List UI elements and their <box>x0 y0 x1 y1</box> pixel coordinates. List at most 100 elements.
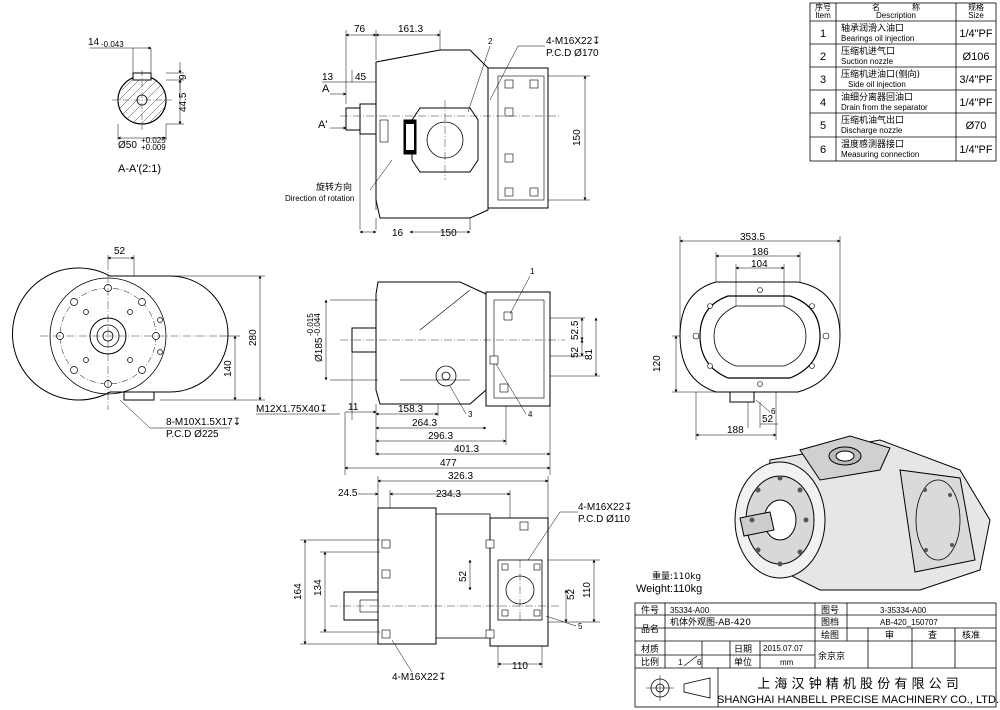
isometric-view <box>734 435 991 591</box>
dim-158-3: 158.3 <box>398 404 423 415</box>
row1-size: 1/4"PF <box>959 28 993 40</box>
tb-scale-b: 6 <box>697 658 702 667</box>
dim-52-left: 52 <box>114 246 126 257</box>
left-view <box>12 255 265 429</box>
dim-120: 120 <box>652 355 663 372</box>
row6-size: 1/4"PF <box>959 144 993 156</box>
row4-en: Drain from the separator <box>841 103 928 112</box>
dim-81: 81 <box>584 348 595 360</box>
left-bolt-spec: 8-M10X1.5X17↧ <box>166 417 241 428</box>
callout-1: 1 <box>530 267 535 276</box>
section-view-text: 14 -0.043 9 44.5 Ø50 +0.025 +0.009 A-A'(… <box>88 37 189 175</box>
dim-14: 14 <box>88 37 100 48</box>
bottom-bolt-bot: 4-M16X22↧ <box>392 672 447 683</box>
parts-table-text: 序号 Item 名 称 Description 规格 Size 1 轴承润滑入油… <box>815 2 993 159</box>
tb-unit: mm <box>780 658 794 667</box>
bottom-view <box>300 476 600 673</box>
dim-110-h: 110 <box>512 661 528 672</box>
tb-company-cn: 上 海 汉 钟 精 机 股 份 有 限 公 司 <box>757 676 958 692</box>
row5-cn: 压缩机油气出口 <box>841 114 904 126</box>
row2-cn: 压缩机进气口 <box>841 45 895 57</box>
left-pcd: P.C.D Ø225 <box>166 429 219 440</box>
tb-check-label: 查 <box>928 629 937 641</box>
tb-name-label: 品名 <box>641 623 659 635</box>
tb-drawing-label: 图档 <box>821 616 839 628</box>
weight-cn: 重量:110kg <box>652 570 701 582</box>
row2-en: Suction nozzle <box>841 57 894 66</box>
weight-en: Weight:110kg <box>636 583 702 595</box>
dim-52-front: 52 <box>570 346 581 358</box>
tb-unit-label: 单位 <box>734 656 752 668</box>
th-size-cn: 规格 <box>968 2 984 12</box>
callout-6: 6 <box>771 407 776 416</box>
dim-52-right: 52 <box>762 414 774 425</box>
dim-52-5: 52.5 <box>570 320 581 340</box>
label-a-prime: A' <box>318 119 327 131</box>
th-desc-en: Description <box>876 11 916 20</box>
tb-date: 2015.07.07 <box>763 644 804 653</box>
label-a: A <box>322 83 330 95</box>
weight-block: 重量:110kg Weight:110kg <box>636 570 702 595</box>
dim-188: 188 <box>727 425 744 436</box>
title-block-text: 件号 35334-A00 图号 3-35334-A00 品名 机体外观图-AB-… <box>641 604 999 706</box>
dim-104: 104 <box>751 259 768 270</box>
dim-50: Ø50 <box>118 140 137 151</box>
right-view <box>672 236 841 440</box>
dim-150-right: 150 <box>572 129 583 146</box>
front-view <box>256 275 600 475</box>
m12-thread: M12X1.75X40↧ <box>256 404 328 415</box>
th-item-en: Item <box>815 11 831 20</box>
left-view-text: 52 280 140 8-M10X1.5X17↧ P.C.D Ø225 <box>114 246 259 440</box>
parts-table <box>809 2 997 162</box>
callout-3: 3 <box>468 410 473 419</box>
tb-fig-no: 3-35334-A00 <box>880 606 927 615</box>
section-label: A-A'(2:1) <box>118 163 161 175</box>
dim-16: 16 <box>392 228 404 239</box>
dim-13: 13 <box>322 72 334 83</box>
dim-186: 186 <box>752 247 769 258</box>
top-bolt-spec: 4-M16X22↧ <box>546 36 601 47</box>
callout-2: 2 <box>488 37 493 46</box>
dim-24-5: 24.5 <box>338 488 358 499</box>
top-view-text: 76 161.3 13 45 A A' 16 150 150 4-M16X22↧… <box>285 24 601 239</box>
dim-50-tol-lo: +0.009 <box>141 143 166 152</box>
row3-cn: 压缩机进油口(侧向) <box>841 68 920 80</box>
dim-234-3: 234.3 <box>436 489 461 500</box>
tb-date-label: 日期 <box>734 644 752 655</box>
tb-draw-label: 绘图 <box>821 629 839 641</box>
dim-110-v: 110 <box>582 582 593 598</box>
rotation-cn: 旋转方向 <box>316 181 352 193</box>
dim-44-5: 44.5 <box>178 92 189 112</box>
tb-part-no: 35334-A00 <box>670 606 710 615</box>
tb-name: 机体外观图-AB-420 <box>670 616 751 628</box>
dim-134: 134 <box>313 579 324 596</box>
th-size-en: Size <box>968 11 984 20</box>
tb-scale-a: 1 <box>678 658 683 667</box>
row4-size: 1/4"PF <box>959 97 993 109</box>
rotation-en: Direction of rotation <box>285 194 354 203</box>
top-view <box>322 30 590 234</box>
dim-185-tol-lo: -0.044 <box>313 313 322 336</box>
row6-en: Measuring connection <box>841 150 919 159</box>
dim-50-tol-up: +0.025 <box>141 136 166 145</box>
dim-401-3: 401.3 <box>454 444 479 455</box>
tb-part-no-label: 件号 <box>641 604 659 616</box>
tb-company-en: SHANGHAI HANBELL PRECISE MACHINERY CO., … <box>717 694 999 706</box>
bottom-view-text: 326.3 24.5 234.3 164 134 52 52 110 110 4… <box>293 471 633 683</box>
tb-drafter: 余京京 <box>818 650 845 662</box>
bottom-pcd: P.C.D Ø110 <box>578 514 630 525</box>
dim-164: 164 <box>293 583 304 600</box>
title-block <box>634 602 997 708</box>
row3-item: 3 <box>820 74 826 86</box>
tb-approve-label: 核准 <box>962 629 980 641</box>
dim-14-tol: -0.043 <box>101 40 124 49</box>
row1-cn: 轴承润滑入油口 <box>841 22 904 34</box>
dim-45: 45 <box>355 72 367 83</box>
row3-en: Side oil injection <box>848 80 906 89</box>
th-desc-cn: 名 称 <box>872 2 920 12</box>
dim-477: 477 <box>440 458 457 469</box>
front-view-text: Ø185 -0.015 -0.044 52.5 52 81 11 158.3 2… <box>256 267 595 469</box>
dim-353-5: 353.5 <box>740 232 765 243</box>
row4-cn: 油细分离器回油口 <box>841 91 913 103</box>
